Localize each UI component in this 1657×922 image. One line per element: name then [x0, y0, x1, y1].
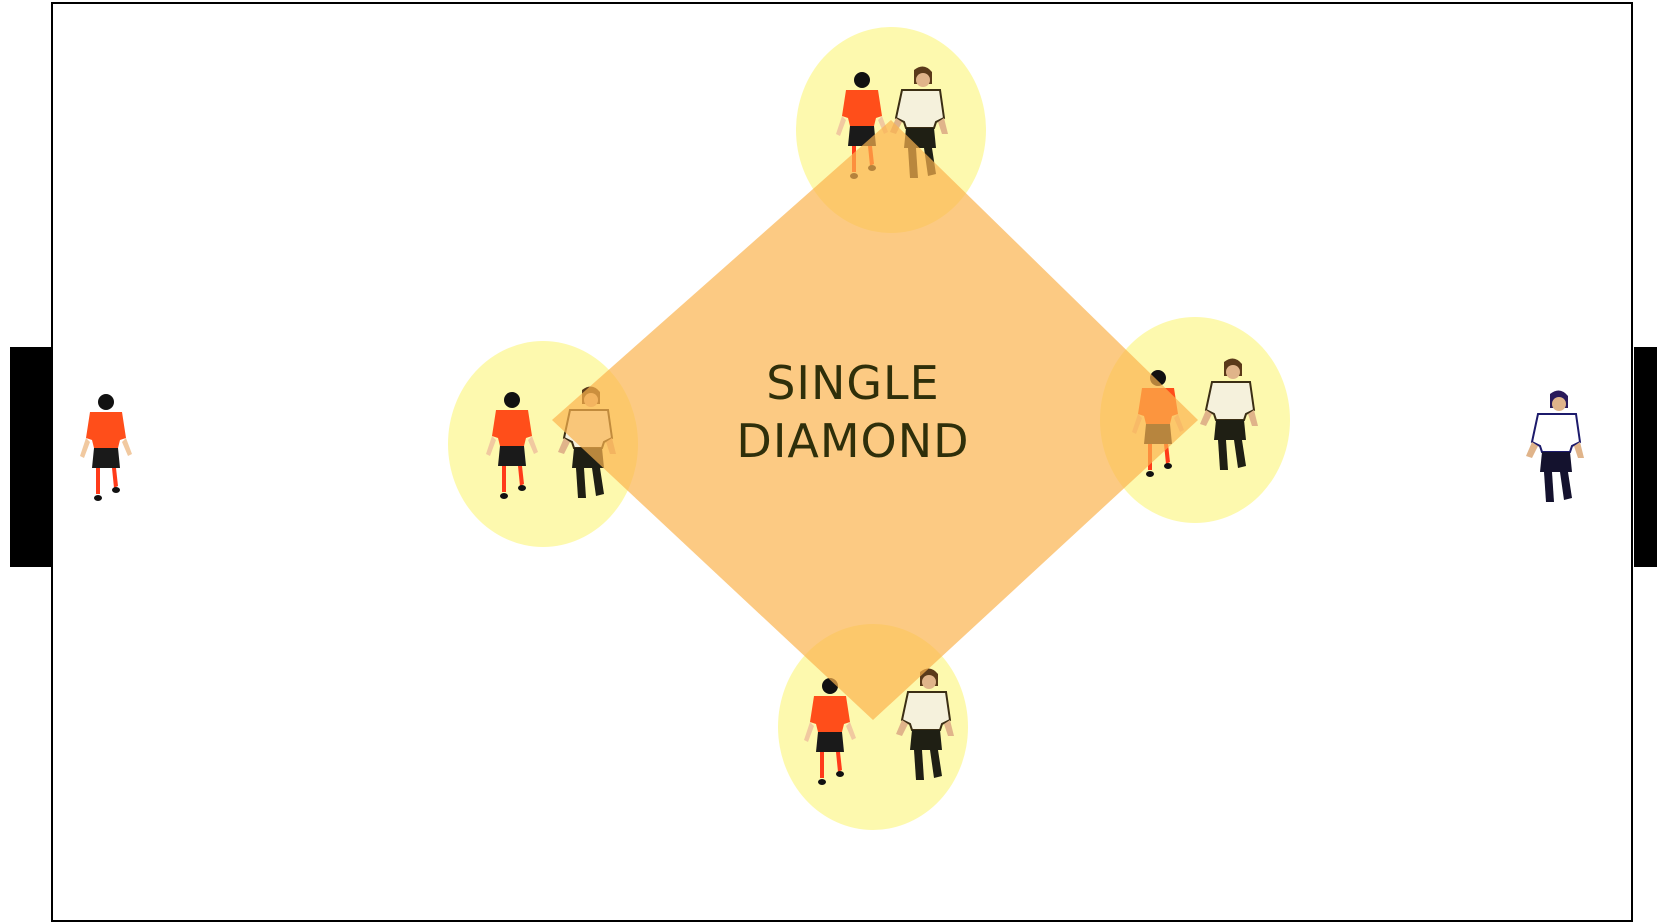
white-goalside-player-icon: [1526, 390, 1584, 502]
diagram-title-line2: DIAMOND: [703, 412, 1003, 470]
diagram-title: SINGLE DIAMOND: [703, 354, 1003, 470]
diagram-title-line1: SINGLE: [703, 354, 1003, 412]
red-goalside-player-icon: [80, 394, 132, 501]
